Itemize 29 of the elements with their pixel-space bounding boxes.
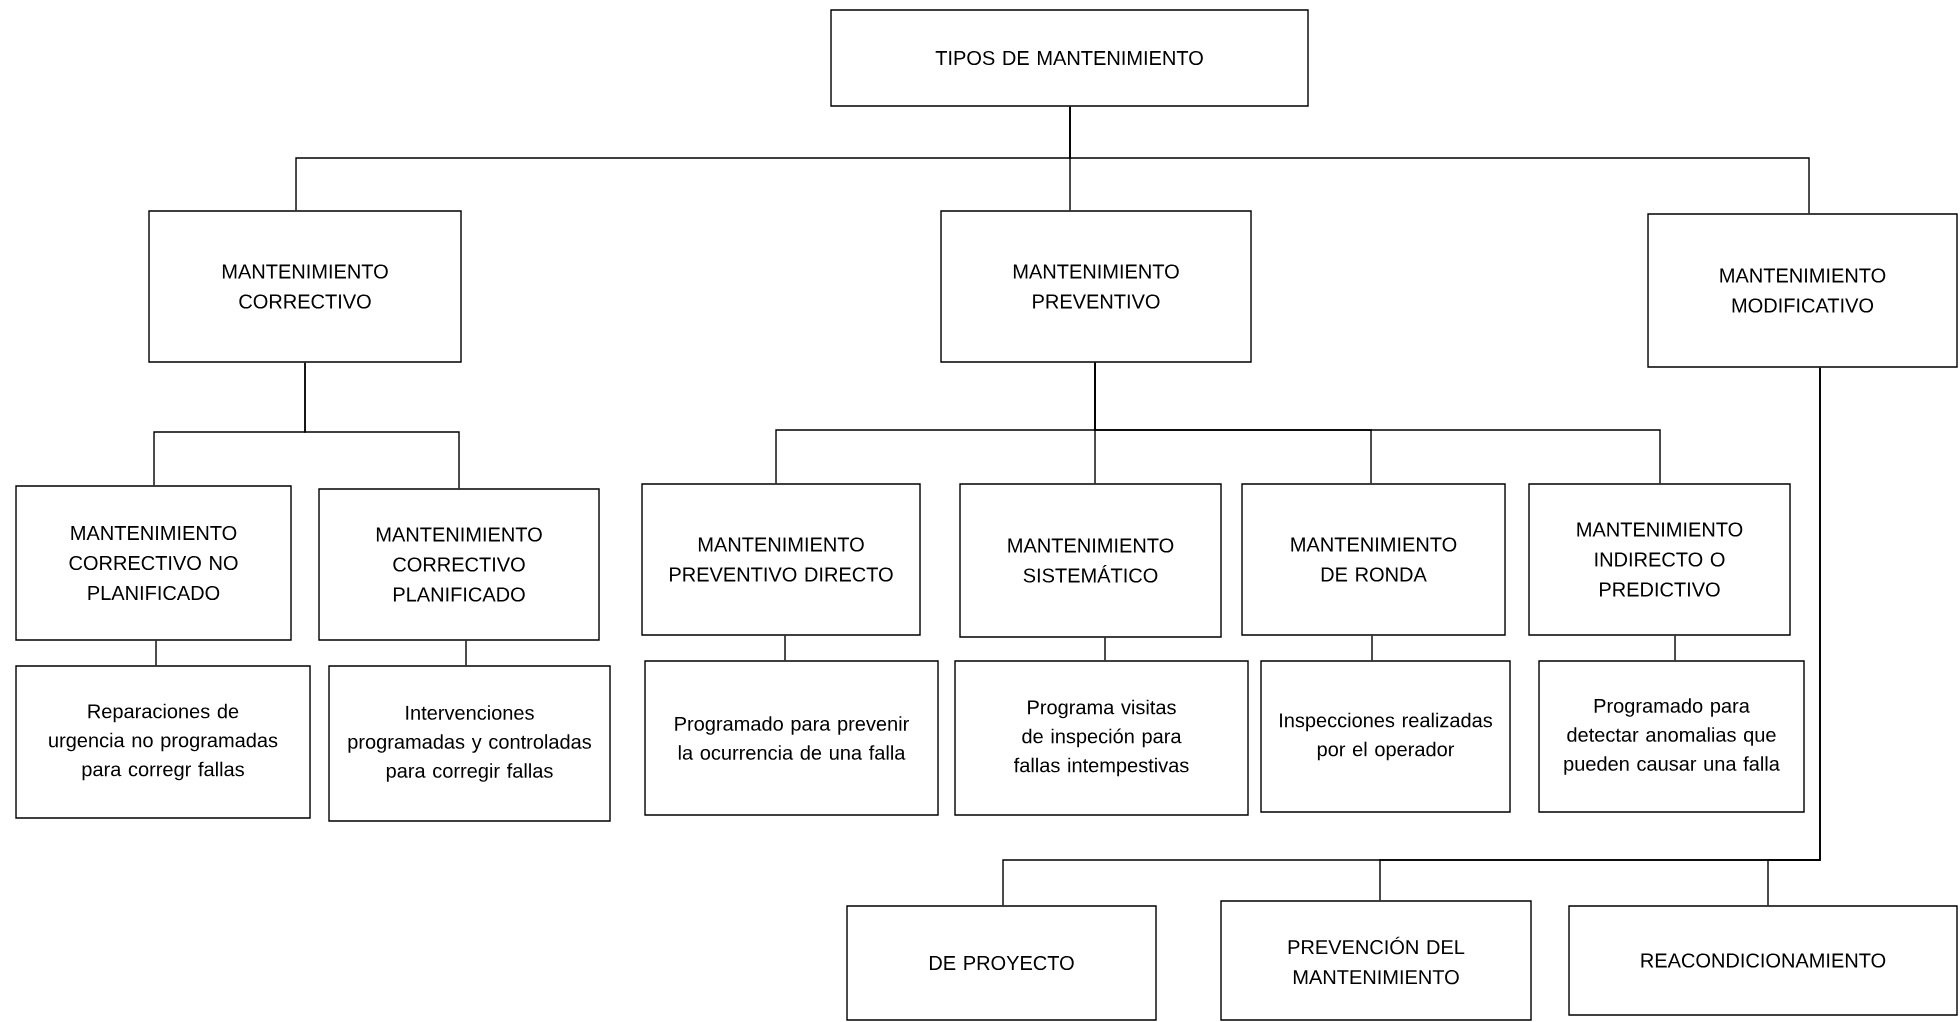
org-box: MANTENIMIENTO SISTEMÁTICO [959, 483, 1222, 638]
org-box: Reparaciones de urgencia no programadas para corregr fallas [15, 665, 311, 819]
org-box: MANTENIMIENTO CORRECTIVO PLANIFICADO [318, 488, 600, 641]
org-box: MANTENIMIENTO PREVENTIVO [940, 210, 1252, 363]
connector-line [1104, 637, 1106, 661]
connector-line [304, 362, 460, 489]
org-box: MANTENIMIENTO MODIFICATIVO [1647, 213, 1958, 368]
org-box: TIPOS DE MANTENIMIENTO [830, 9, 1309, 107]
org-box: Inspecciones realizadas por el operador [1260, 660, 1511, 813]
org-box: PREVENCIÓN DEL MANTENIMIENTO [1220, 900, 1532, 1021]
connector-line [1069, 106, 1810, 214]
org-box: MANTENIMIENTO CORRECTIVO [148, 210, 462, 363]
connector-line [155, 640, 157, 666]
org-box: REACONDICIONAMIENTO [1568, 905, 1958, 1016]
org-box: DE PROYECTO [846, 905, 1157, 1021]
connector-line [1767, 367, 1821, 906]
org-box: Programado para prevenir la ocurrencia de una falla [644, 660, 939, 816]
org-box: MANTENIMIENTO INDIRECTO O PREDICTIVO [1528, 483, 1791, 636]
org-box: MANTENIMIENTO DE RONDA [1241, 483, 1506, 636]
org-box: Programa visitas de inspeción para fallas intempestivas [954, 660, 1249, 816]
connector-line [1371, 635, 1373, 661]
org-box: MANTENIMIENTO PREVENTIVO DIRECTO [641, 483, 921, 636]
org-box: MANTENIMIENTO CORRECTIVO NO PLANIFICADO [15, 485, 292, 641]
connector-line [784, 635, 786, 661]
connector-line [1094, 362, 1661, 484]
connector-line [1674, 635, 1676, 661]
org-box: Programado para detectar anomalias que pueden causar una falla [1538, 660, 1805, 813]
org-box: Intervenciones programadas y controladas para corregir fallas [328, 665, 611, 822]
connector-line [465, 640, 467, 666]
